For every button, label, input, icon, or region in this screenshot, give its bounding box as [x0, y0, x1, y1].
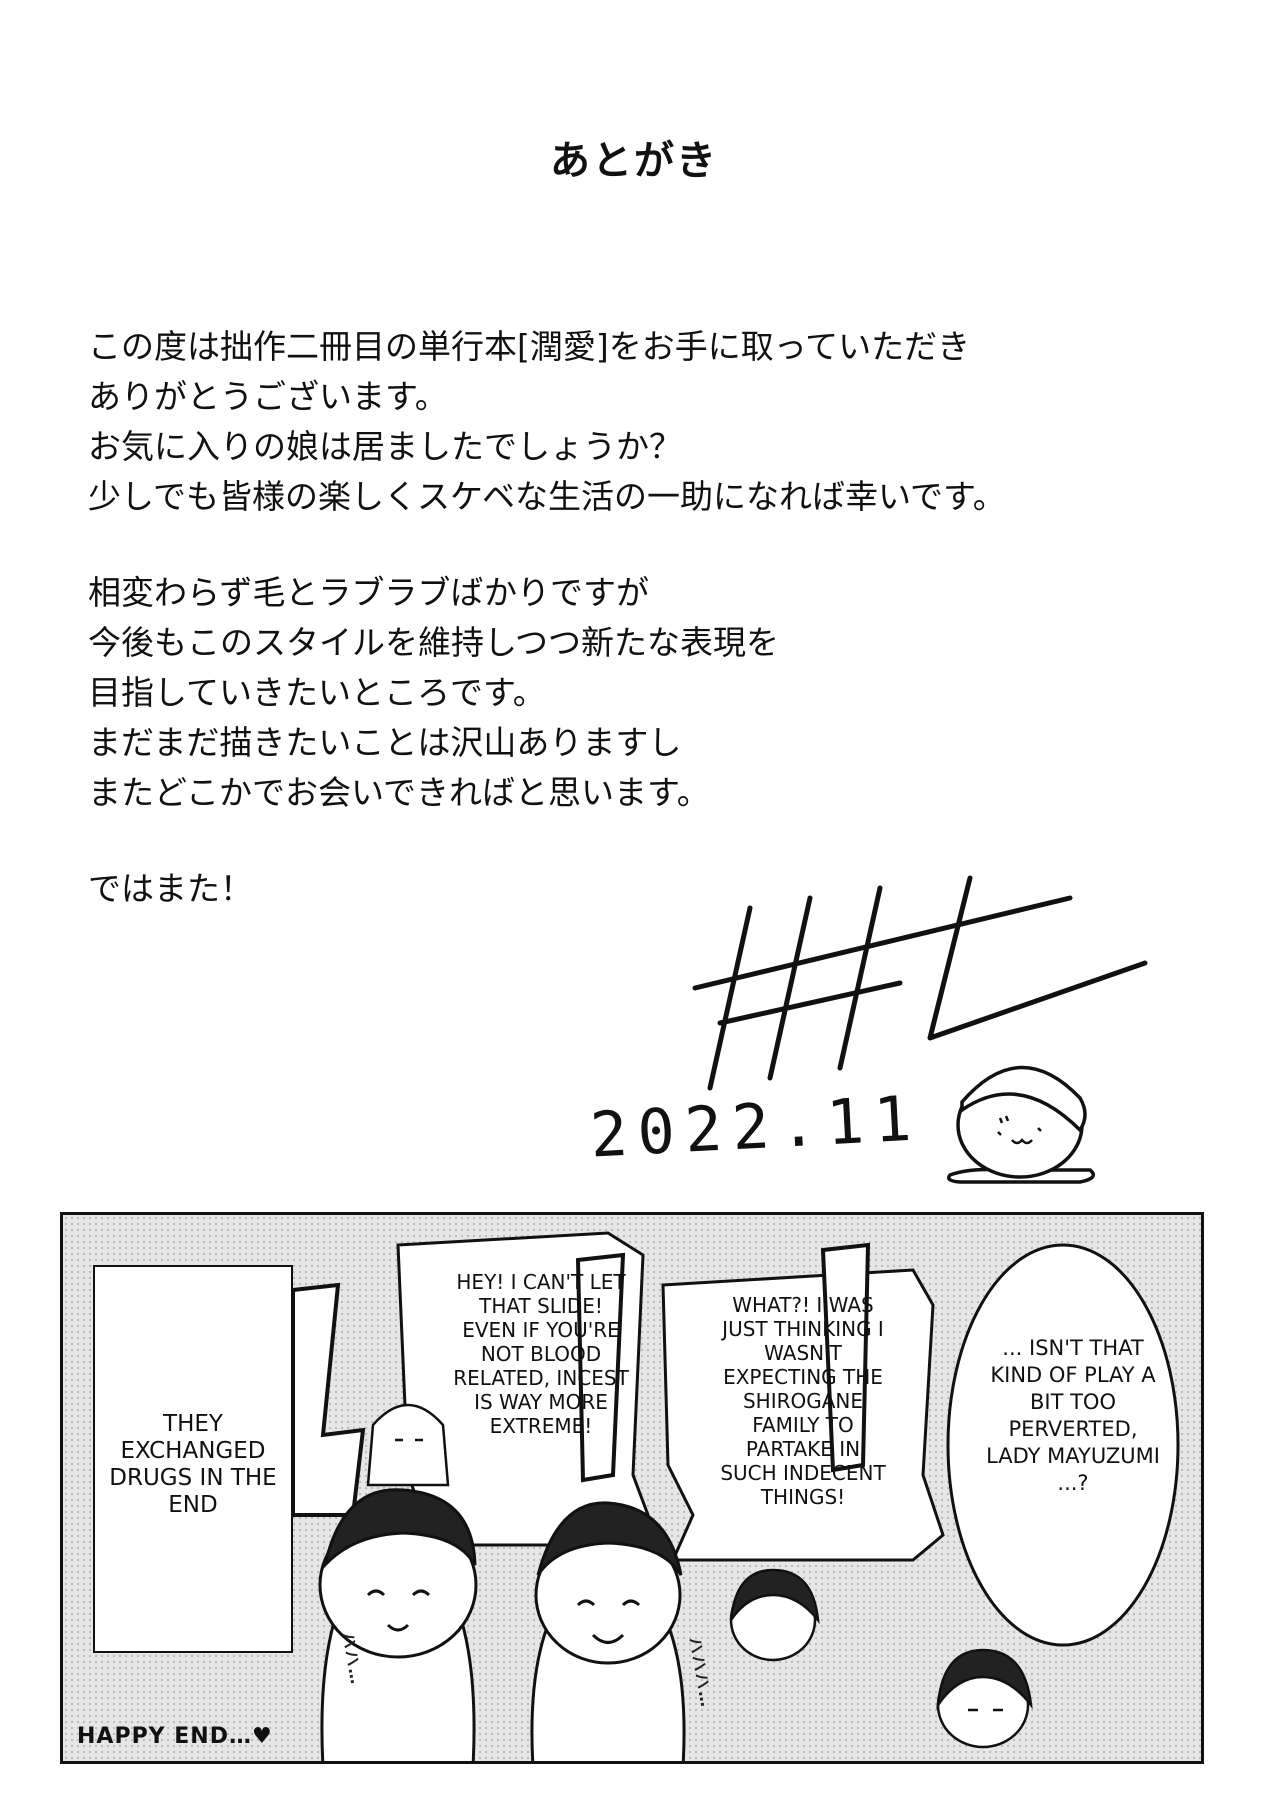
comic-characters-illustration: [291, 1231, 1180, 1761]
text-line: またどこかでお会いできればと思います。: [88, 773, 710, 812]
date-stamp: 2022.11: [588, 1081, 923, 1172]
handwritten-signature-icon: [692, 875, 1148, 1091]
paragraph-3: ではまた！: [88, 864, 1188, 914]
paragraph-1: この度は拙作二冊目の単行本[潤愛]をお手に取っていただき ありがとうございます。…: [88, 322, 1188, 522]
speech-bubble-text: Hey! I can't let that slide! Even if you…: [453, 1270, 629, 1438]
round-blob-mascot-icon: [947, 1065, 1096, 1184]
page-title: あとがき: [550, 138, 718, 184]
speech-bubble: [946, 1243, 1180, 1647]
text-line: 目指していきたいところです。: [88, 673, 546, 712]
text-line: 相変わらず毛とラブラブばかりですが: [88, 573, 649, 612]
speech-bubble-text: What?! I was just thinking I wasn't expe…: [720, 1293, 886, 1509]
paragraph-2: 相変わらず毛とラブラブばかりですが 今後もこのスタイルを維持しつつ新たな表現を …: [88, 568, 1188, 818]
speech-bubble: [661, 1268, 945, 1562]
speech-bubble-text: ... Isn't that kind of play a bit too pe…: [986, 1336, 1160, 1495]
text-line: 今後もこのスタイルを維持しつつ新たな表現を: [88, 623, 780, 662]
text-line: 少しでも皆様の楽しくスケベな生活の一助になれば幸いです。: [88, 477, 1006, 516]
text-line: まだまだ描きたいことは沢山ありますし: [88, 723, 682, 762]
caption-text: They exchanged drugs in the end: [109, 1411, 277, 1518]
happy-end-label: HAPPY END…♥: [77, 1724, 273, 1749]
text-line: お気に入りの娘は居ましたでしょうか？: [88, 427, 682, 466]
afterword-body: この度は拙作二冊目の単行本[潤愛]をお手に取っていただき ありがとうございます。…: [88, 322, 1188, 960]
text-line: ありがとうございます。: [88, 377, 448, 416]
text-line: この度は拙作二冊目の単行本[潤愛]をお手に取っていただき: [88, 327, 971, 366]
text-line: ではまた！: [88, 869, 253, 908]
caption-box: [93, 1265, 293, 1653]
comic-panel: They exchanged drugs in the end Hey! I c…: [60, 1212, 1204, 1764]
